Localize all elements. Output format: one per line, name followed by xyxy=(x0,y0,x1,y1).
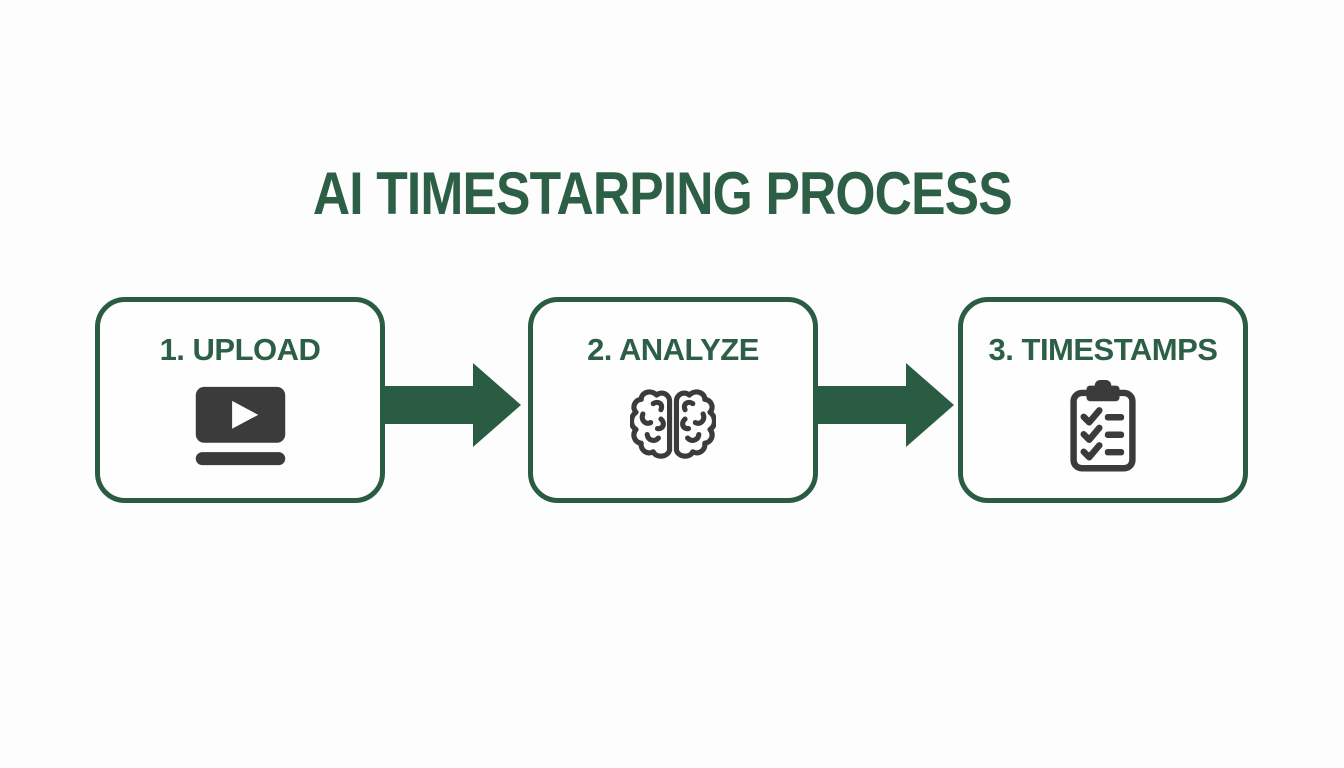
step-box-analyze: 2. ANALYZE xyxy=(528,297,818,503)
brain-icon xyxy=(630,368,716,498)
flow-arrow-1 xyxy=(381,363,521,447)
checklist-clipboard-icon xyxy=(1069,368,1137,498)
step-box-timestamps: 3. TIMESTAMPS xyxy=(958,297,1248,503)
flow-arrow-2 xyxy=(814,363,954,447)
step-label: 2. ANALYZE xyxy=(587,332,759,367)
step-box-upload: 1. UPLOAD xyxy=(95,297,385,503)
page-title-text: AI TIMESTARPING PROCESS xyxy=(312,160,1013,227)
page-title: AI TIMESTARPING PROCESS xyxy=(0,164,1324,224)
step-label: 3. TIMESTAMPS xyxy=(988,332,1218,367)
video-player-icon xyxy=(193,368,288,498)
step-label: 1. UPLOAD xyxy=(159,332,321,367)
